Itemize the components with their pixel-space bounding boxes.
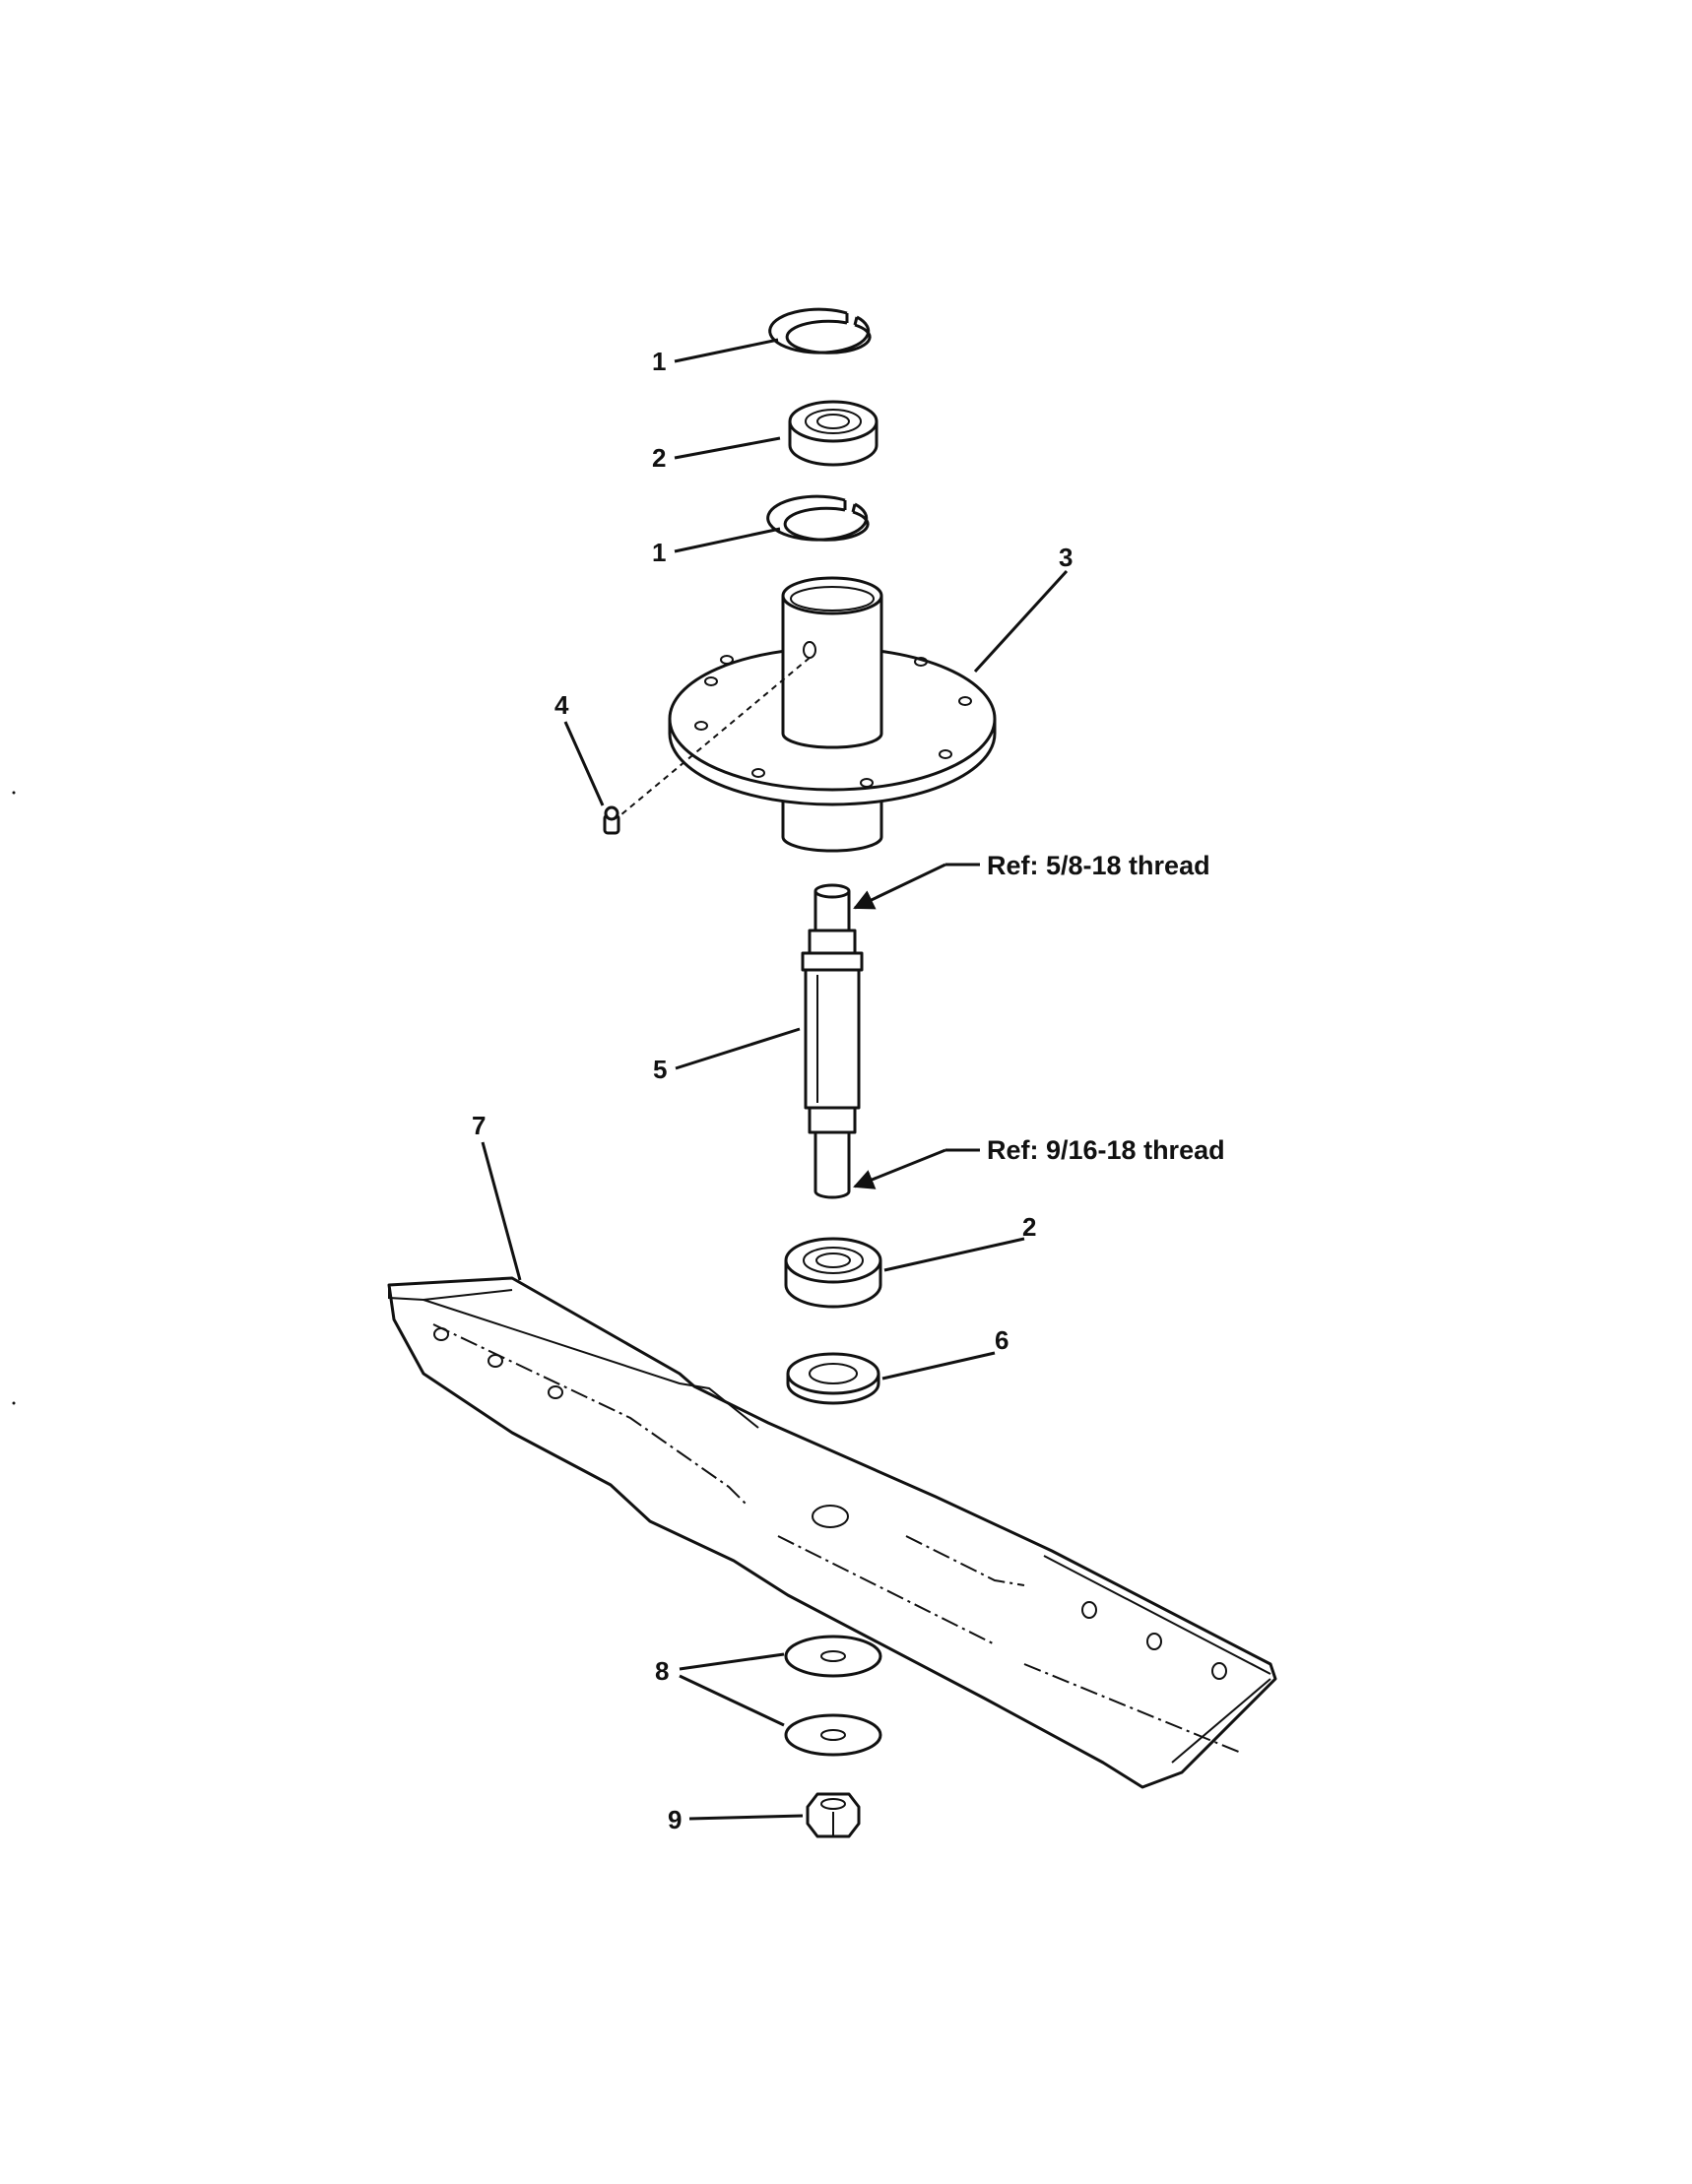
spindle-shaft-icon	[801, 883, 864, 1199]
retaining-ring-icon	[768, 307, 872, 354]
ref-lower-thread: Ref: 9/16-18 thread	[987, 1135, 1225, 1165]
ball-bearing-icon	[788, 400, 879, 467]
washer-icon	[784, 1635, 882, 1678]
retaining-ring-icon	[766, 494, 870, 542]
scan-speck	[12, 791, 16, 795]
spindle-housing-icon	[668, 576, 997, 853]
callout-8: 8	[655, 1656, 669, 1686]
grease-fitting-icon	[603, 805, 620, 835]
callout-2-lower: 2	[1022, 1212, 1036, 1242]
ball-bearing-icon	[784, 1237, 882, 1309]
callout-1-lower: 1	[652, 538, 666, 567]
leader-lines	[481, 338, 1069, 1821]
callout-4: 4	[554, 690, 569, 720]
callout-6: 6	[995, 1325, 1009, 1355]
mower-blade-icon	[387, 1276, 1277, 1789]
callout-9: 9	[668, 1805, 682, 1834]
scan-speck	[12, 1401, 16, 1405]
callout-3: 3	[1059, 543, 1073, 572]
callout-1-upper: 1	[652, 347, 666, 376]
hex-nut-icon	[806, 1792, 861, 1838]
callout-5: 5	[653, 1055, 667, 1084]
callout-7: 7	[472, 1111, 486, 1140]
grease-path-line	[619, 657, 811, 816]
spacer-icon	[786, 1352, 880, 1405]
callout-2-upper: 2	[652, 443, 666, 473]
washer-icon	[784, 1713, 882, 1757]
ref-upper-thread: Ref: 5/8-18 thread	[987, 851, 1210, 880]
